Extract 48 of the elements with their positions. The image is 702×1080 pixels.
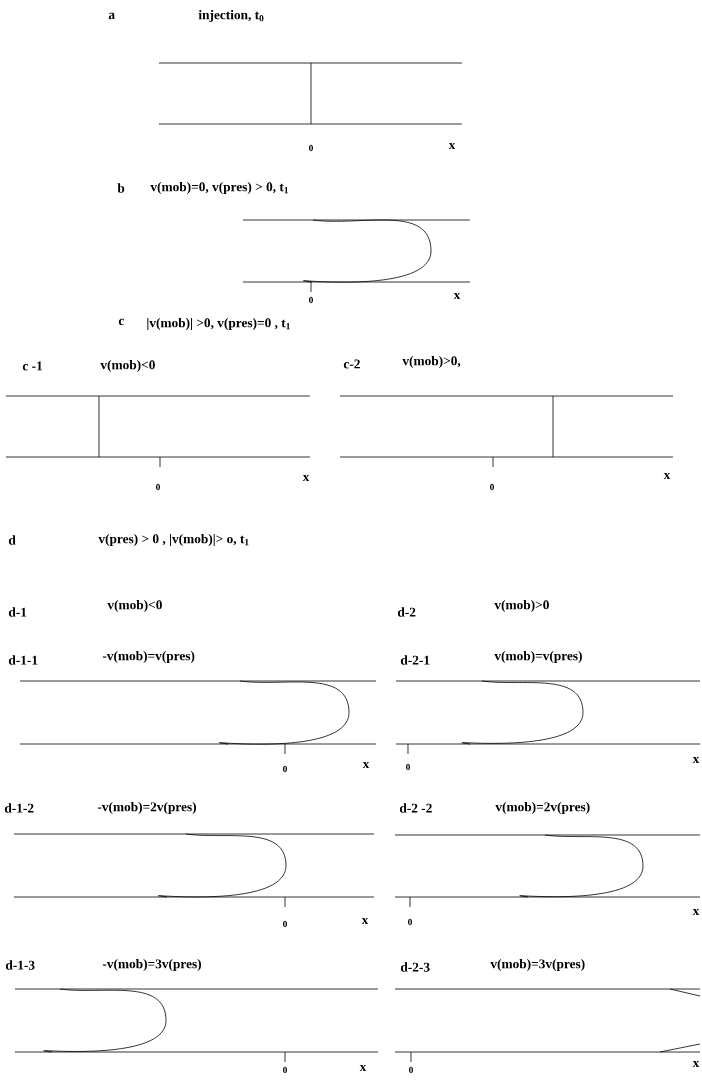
axis-zero: 0 bbox=[409, 1066, 413, 1074]
panel-label: d-1-1 bbox=[8, 655, 38, 665]
panel-label: d-1 bbox=[8, 607, 27, 617]
condition-text: v(mob)>0 bbox=[494, 599, 549, 613]
panel-label: d-2 bbox=[397, 607, 416, 617]
axis-zero: 0 bbox=[156, 483, 160, 491]
axis-zero: 0 bbox=[408, 918, 412, 926]
axis-label: x bbox=[359, 1064, 367, 1072]
condition-text: v(pres) > 0 , |v(mob)|> o, t$_{1}$ bbox=[98, 533, 249, 547]
panel-label: c bbox=[118, 318, 124, 326]
condition-text: v(mob)=0, v(pres) > 0, t$_{1}$ bbox=[150, 181, 289, 195]
axis-label: x bbox=[302, 474, 310, 482]
axis-label: x bbox=[453, 292, 461, 300]
panel-label: d-1-2 bbox=[4, 803, 34, 813]
axis-label: x bbox=[361, 917, 369, 925]
axis-zero: 0 bbox=[283, 765, 287, 773]
panel-label: d-2 -2 bbox=[399, 803, 432, 813]
axis-label: x bbox=[448, 142, 456, 150]
condition-text: v(mob)=v(pres) bbox=[494, 650, 582, 664]
axis-zero: 0 bbox=[406, 763, 410, 771]
axis-label: x bbox=[692, 1060, 700, 1068]
axis-label: x bbox=[692, 756, 700, 764]
axis-label: x bbox=[692, 908, 700, 916]
panel-label: d-1-3 bbox=[5, 960, 35, 970]
panel-label: c -1 bbox=[22, 361, 43, 371]
condition-text: -v(mob)=3v(pres) bbox=[102, 958, 201, 972]
axis-zero: 0 bbox=[490, 483, 494, 491]
condition-text: injection, t$_{0}$ bbox=[198, 9, 264, 23]
condition-text: v(mob)<0 bbox=[100, 359, 155, 373]
panel-label: c-2 bbox=[343, 359, 360, 369]
axis-zero: 0 bbox=[283, 1066, 287, 1074]
panel-label: d-2-1 bbox=[400, 655, 430, 665]
axis-label: x bbox=[663, 472, 671, 480]
condition-text: v(mob)<0 bbox=[107, 599, 162, 613]
condition-text: v(mob)=2v(pres) bbox=[495, 801, 590, 815]
axis-zero: 0 bbox=[309, 144, 313, 152]
panel-label: d-2-3 bbox=[400, 962, 430, 972]
condition-text: -v(mob)=v(pres) bbox=[102, 650, 195, 664]
axis-label: x bbox=[362, 761, 370, 769]
panel-label: a bbox=[108, 12, 115, 20]
condition-text: |v(mob)| >0, v(pres)=0 , t$_{1}$ bbox=[147, 317, 290, 331]
condition-text: v(mob)=3v(pres) bbox=[490, 958, 585, 972]
panel-label: d bbox=[8, 535, 16, 545]
panel-label: b bbox=[117, 183, 125, 193]
axis-zero: 0 bbox=[283, 920, 287, 928]
axis-zero: 0 bbox=[309, 296, 313, 304]
condition-text: -v(mob)=2v(pres) bbox=[97, 801, 196, 815]
condition-text: v(mob)>0, bbox=[402, 355, 461, 369]
